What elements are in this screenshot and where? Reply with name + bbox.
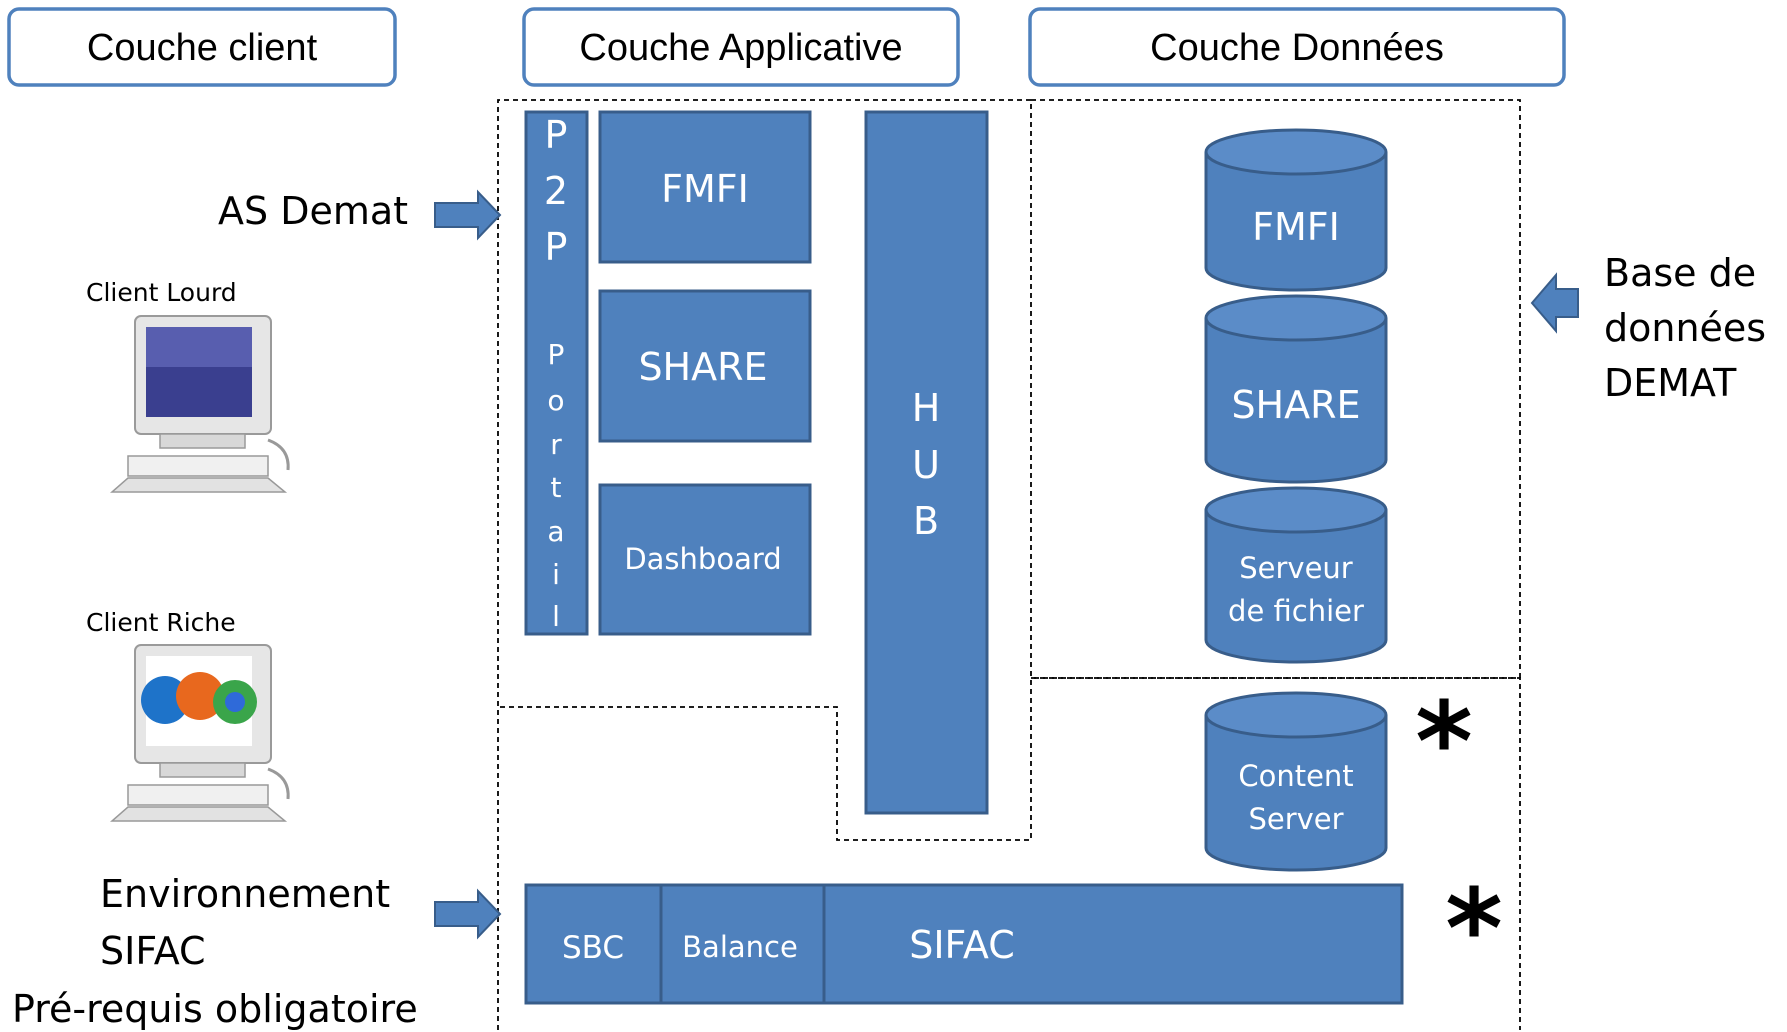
app-layer-region	[497, 99, 1032, 1030]
header-data-label: Couche Données	[1150, 27, 1444, 69]
balance-label: Balance	[682, 930, 798, 964]
app-fmfi-block: FMFI	[598, 110, 812, 264]
portal-letter: P	[545, 113, 568, 157]
db-demat-label-2: données	[1604, 306, 1766, 350]
db-demat-label-1: Base de	[1604, 251, 1756, 295]
sifac-label: SIFAC	[909, 923, 1015, 967]
header-client: Couche client	[7, 7, 397, 87]
app-share-block: SHARE	[598, 289, 812, 443]
p2p-portal-block: P 2 P P o r t a i l	[524, 110, 589, 636]
header-app-label: Couche Applicative	[579, 27, 902, 69]
data-layer-region	[1031, 99, 1521, 679]
app-dashboard-block: Dashboard	[598, 483, 812, 636]
arrow-right-icon	[434, 189, 502, 241]
content-server-cylinder: Content Server	[1204, 691, 1388, 872]
desktop-computer-icon	[110, 315, 290, 493]
content-server-label-2: Server	[1248, 802, 1343, 836]
hub-letter: B	[913, 499, 939, 543]
portal-word-letter: r	[550, 428, 562, 461]
db-share-label: SHARE	[1231, 383, 1360, 427]
portal-word-letter: a	[547, 515, 564, 548]
portal-letter: P	[545, 225, 568, 269]
browser-computer-icon	[110, 644, 290, 822]
header-data: Couche Données	[1028, 7, 1566, 87]
portal-letter: 2	[544, 169, 568, 213]
file-server-label-2: de fichier	[1228, 594, 1364, 628]
env-label-2: SIFAC	[100, 929, 206, 973]
portal-word-letter: l	[552, 600, 560, 633]
as-demat-label: AS Demat	[218, 189, 408, 233]
header-app: Couche Applicative	[522, 7, 960, 87]
sbc-label: SBC	[562, 930, 624, 966]
client-riche-label: Client Riche	[86, 608, 236, 637]
file-server-cylinder: Serveur de fichier	[1204, 486, 1388, 664]
app-share-label: SHARE	[638, 345, 767, 389]
portal-word-letter: o	[547, 384, 564, 417]
content-server-label-1: Content	[1238, 759, 1353, 793]
arrow-left-icon	[1530, 272, 1579, 334]
env-label-1: Environnement	[100, 872, 390, 916]
portal-word-letter: P	[548, 338, 565, 371]
db-share-cylinder: SHARE	[1204, 294, 1388, 484]
sifac-bar: SBC Balance SIFAC	[524, 883, 1404, 1005]
db-demat-label-3: DEMAT	[1604, 361, 1737, 405]
asterisk-content-server: *	[1415, 678, 1473, 806]
hub-letter: U	[912, 443, 940, 487]
file-server-label-1: Serveur	[1239, 551, 1353, 585]
portal-word-letter: i	[552, 558, 560, 591]
hub-letter: H	[912, 386, 941, 430]
app-dashboard-label: Dashboard	[624, 542, 781, 576]
asterisk-sifac: *	[1445, 865, 1503, 993]
db-fmfi-cylinder: FMFI	[1204, 128, 1388, 292]
hub-block: H U B	[864, 110, 989, 815]
client-lourd-label: Client Lourd	[86, 278, 237, 307]
prereq-label: Pré-requis obligatoire	[12, 987, 418, 1031]
arrow-right-icon	[434, 888, 502, 940]
app-fmfi-label: FMFI	[661, 167, 749, 211]
db-fmfi-label: FMFI	[1252, 205, 1340, 249]
lower-region	[1031, 677, 1521, 1030]
portal-word-letter: t	[551, 471, 562, 504]
header-client-label: Couche client	[87, 27, 318, 69]
